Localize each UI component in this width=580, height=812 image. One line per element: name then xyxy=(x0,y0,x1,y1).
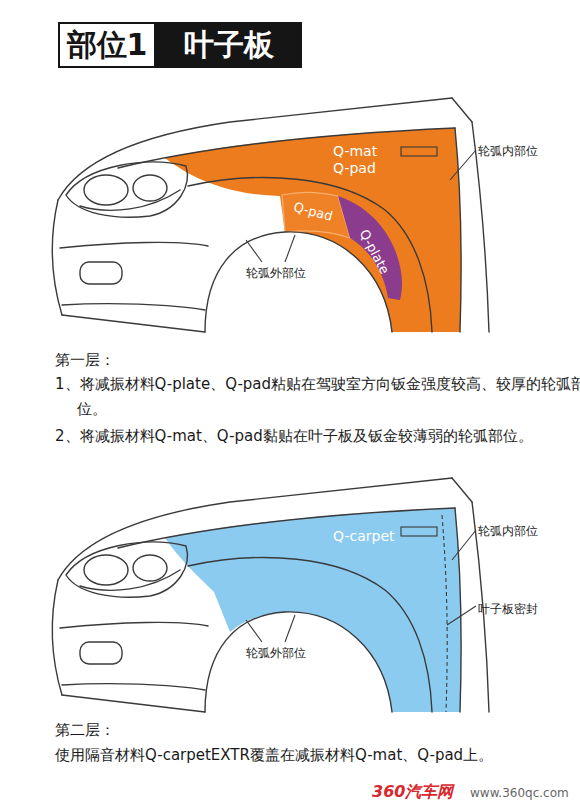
car-upper xyxy=(52,98,489,332)
label-text: 使用隔音材料Q-carpetEXTR覆盖在减振材料Q-mat、Q-pad上。 xyxy=(55,743,580,768)
label-text: 2、将减振材料Q-mat、Q-pad黏贴在叶子板及钣金较薄弱的轮弧部位。 xyxy=(55,424,580,449)
node-text: Q-mat Q-pad xyxy=(333,143,391,177)
label-text: 轮弧内部位 xyxy=(478,520,538,542)
leader-line xyxy=(447,606,476,625)
label-text: www.360qc.com xyxy=(470,782,569,804)
label-text: 360汽车网 xyxy=(372,779,453,805)
label-text: 轮弧外部位 xyxy=(246,262,306,284)
region-fill xyxy=(165,508,461,712)
car-lower xyxy=(52,478,489,712)
damping-patch: Q-pad xyxy=(280,189,352,240)
header-box: 部位1 xyxy=(58,22,156,68)
leader-line xyxy=(452,530,476,560)
node-text: 叶子板 xyxy=(184,25,274,66)
damping-region: Q-mat Q-padQ-padQ-plate xyxy=(160,125,462,334)
leader-line xyxy=(285,615,295,642)
damping-plate: Q-plate xyxy=(336,194,406,302)
label-text: 第一层： xyxy=(55,348,115,373)
label-text: 1、将减振材料Q-plate、Q-pad粘贴在驾驶室方向钣金强度较高、较厚的轮弧… xyxy=(55,372,580,422)
fender-seal xyxy=(442,515,447,712)
label-text: 轮弧内部位 xyxy=(478,140,538,162)
leader-line xyxy=(285,235,295,262)
sound-barrier-region: Q-carpet xyxy=(160,505,462,714)
label-text: 轮弧外部位 xyxy=(246,642,306,664)
region-fill xyxy=(165,128,461,332)
header-box: 叶子板 xyxy=(156,22,302,68)
leader-line xyxy=(450,150,476,180)
label-text: 第二层： xyxy=(55,718,115,743)
node-text: 部位1 xyxy=(67,25,148,66)
fender-slot xyxy=(401,147,437,156)
label-text: 叶子板密封 xyxy=(478,598,538,620)
leader-line xyxy=(246,620,262,642)
fender-slot xyxy=(401,527,437,536)
region-outline xyxy=(160,505,462,714)
node-text: Q-carpet xyxy=(333,528,423,545)
region-fill xyxy=(338,196,402,300)
leader-line xyxy=(246,240,262,262)
